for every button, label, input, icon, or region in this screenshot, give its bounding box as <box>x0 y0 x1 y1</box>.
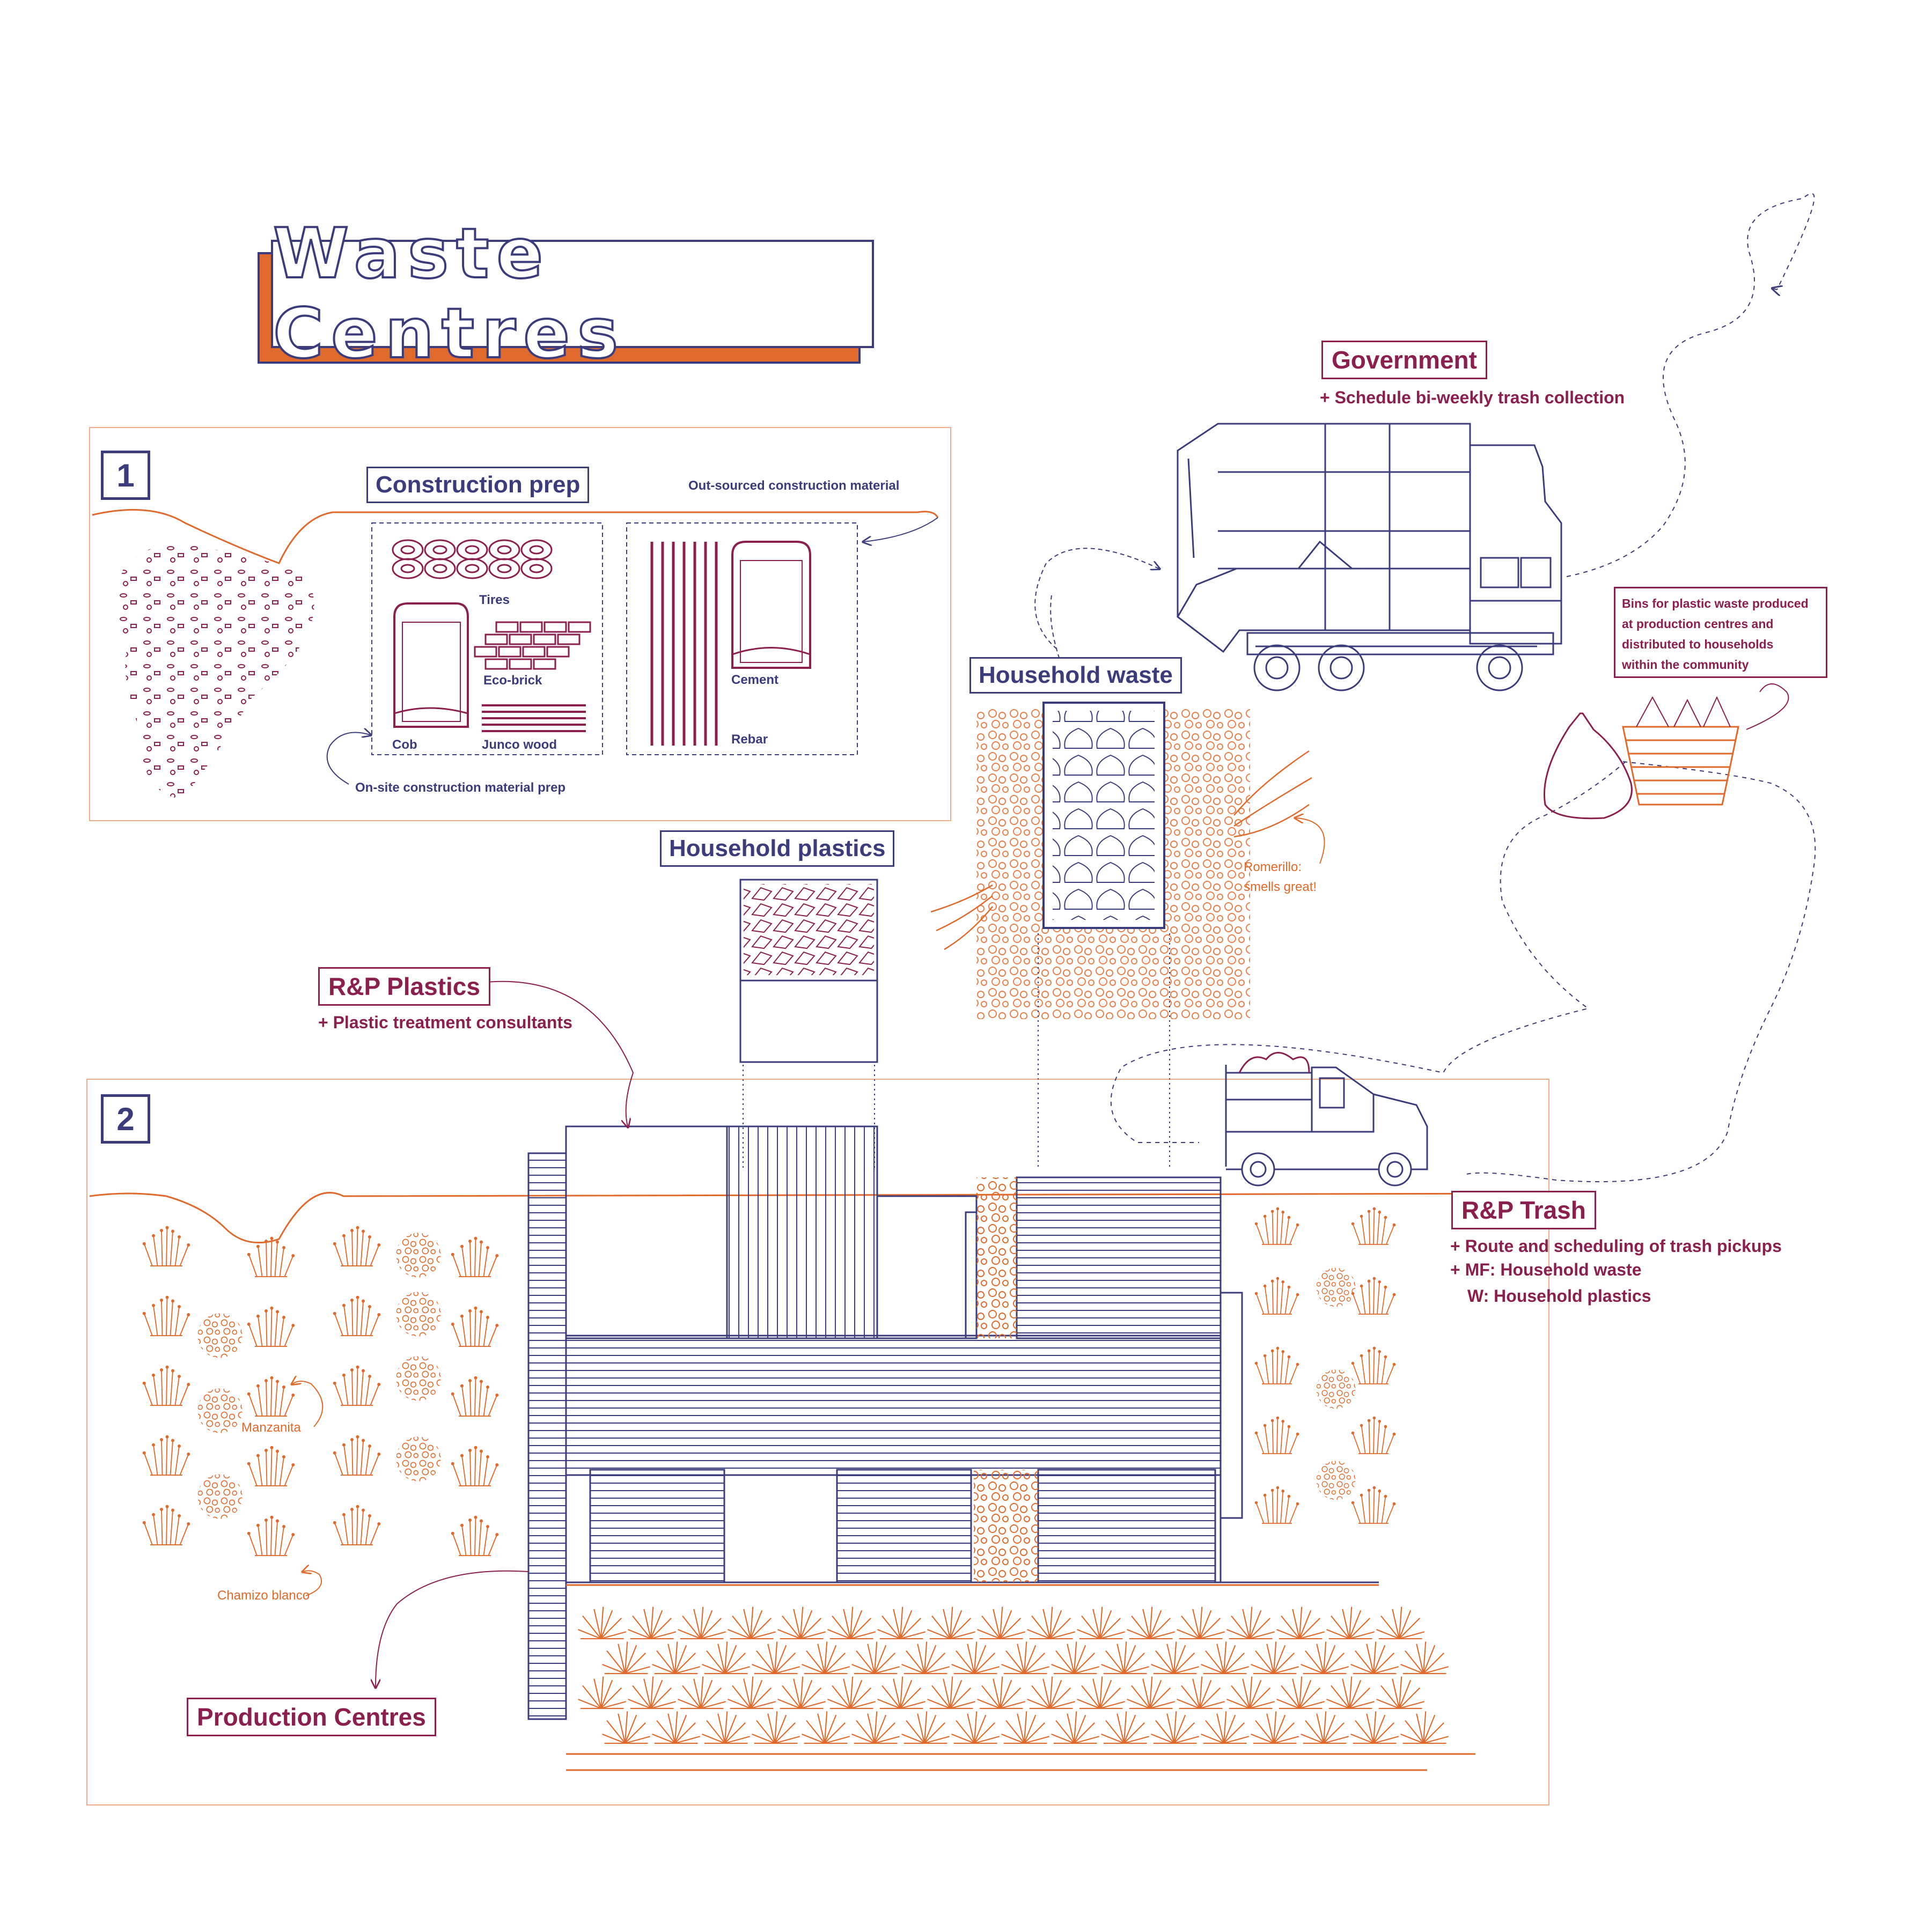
section-1-frame <box>89 427 951 821</box>
section-2-number: 2 <box>101 1094 150 1144</box>
junco-wood-label: Junco wood <box>482 738 557 752</box>
chamizo-label: Chamizo blanco <box>217 1588 310 1603</box>
rp-plastics-label: R&P Plastics <box>318 967 490 1006</box>
government-label: Government <box>1321 341 1487 379</box>
section-1-number: 1 <box>101 451 150 500</box>
production-centre-building <box>527 1125 1379 1720</box>
household-plastics-label: Household plastics <box>660 830 895 867</box>
rp-trash-note-2: + MF: Household waste <box>1450 1260 1642 1279</box>
tires-stack <box>392 539 553 579</box>
bins-line-2: at production centres and <box>1622 616 1774 631</box>
eco-bricks <box>474 621 591 670</box>
debris-pile <box>116 542 314 799</box>
rebar-label: Rebar <box>731 732 768 747</box>
bins-line-4: within the community <box>1622 657 1749 672</box>
plastic-bag <box>1543 712 1633 820</box>
construction-prep-label: Construction prep <box>366 467 590 503</box>
page-title: Waste Centres <box>272 213 626 375</box>
title-banner: Waste Centres <box>271 213 874 375</box>
cob-label: Cob <box>392 738 417 752</box>
tires-label: Tires <box>479 593 510 607</box>
romerillo-note-line2: smells great! <box>1244 880 1317 894</box>
rp-trash-note-3: W: Household plastics <box>1467 1286 1651 1306</box>
manzanita-label: Manzanita <box>241 1420 301 1435</box>
bins-line-3: distributed to households <box>1622 637 1774 651</box>
garbage-truck <box>1177 423 1562 691</box>
rp-plastics-note: + Plastic treatment consultants <box>318 1013 572 1032</box>
government-note: + Schedule bi-weekly trash collection <box>1320 388 1625 407</box>
onsite-material-note: On-site construction material prep <box>355 780 566 795</box>
romerillo-note-line1: Romerillo: <box>1244 860 1302 874</box>
rp-trash-note-1: + Route and scheduling of trash pickups <box>1450 1236 1782 1256</box>
section-2-frame <box>86 1079 1549 1805</box>
plastics-basket <box>1622 726 1739 806</box>
production-centres-label: Production Centres <box>187 1698 436 1736</box>
outsourced-material-note: Out-sourced construction material <box>688 478 900 493</box>
cement-label: Cement <box>731 673 779 687</box>
rp-trash-label: R&P Trash <box>1451 1191 1596 1229</box>
pickup-truck <box>1225 1052 1428 1186</box>
bins-line-1: Bins for plastic waste produced <box>1622 596 1809 610</box>
bins-info-box: Bins for plastic waste produced at produ… <box>1614 587 1827 678</box>
household-waste-label: Household waste <box>969 657 1182 694</box>
eco-brick-label: Eco-brick <box>483 673 542 688</box>
